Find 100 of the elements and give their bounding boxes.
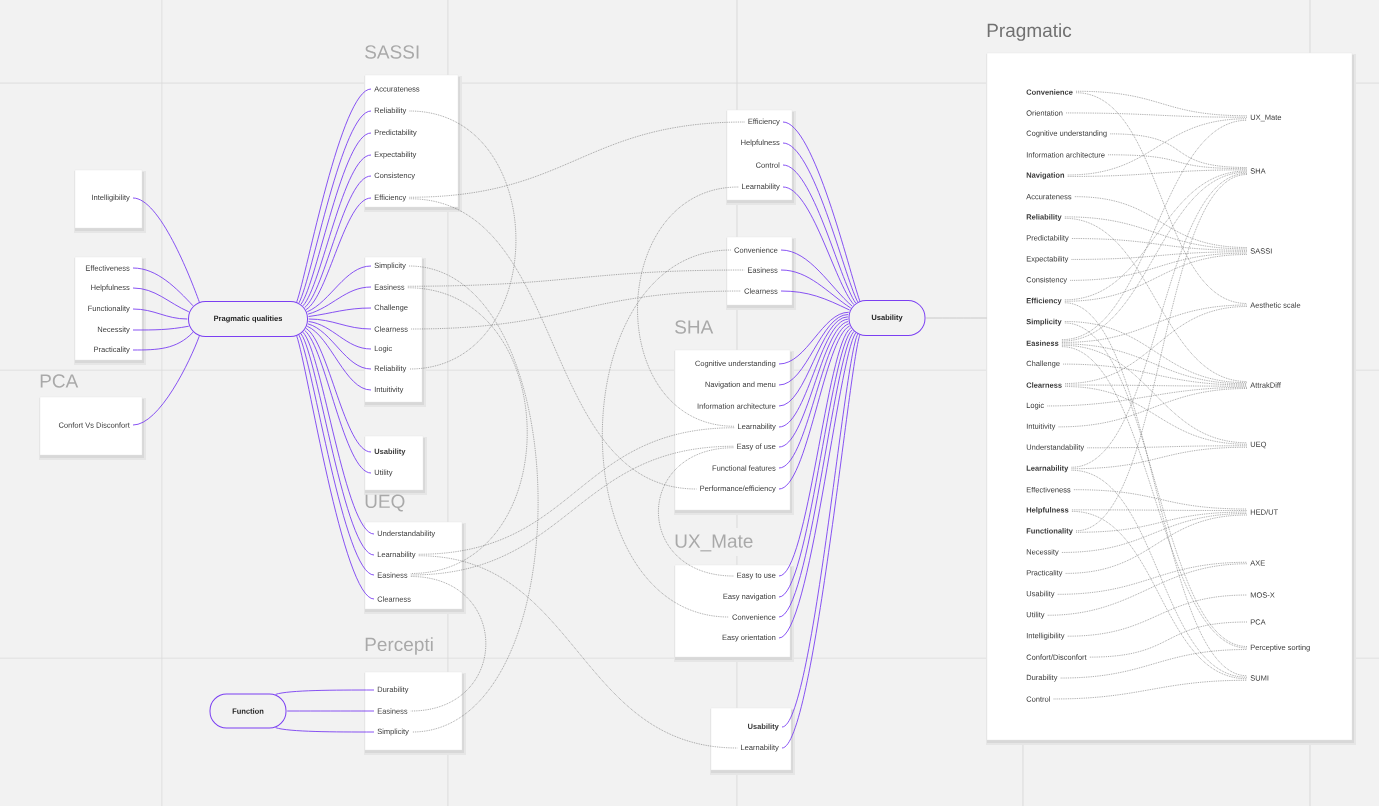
branch-line [132, 331, 194, 351]
dotted-link [407, 269, 745, 287]
dotted-link [410, 290, 742, 330]
card [364, 256, 426, 407]
dotted-link [637, 186, 739, 427]
branch-line [275, 689, 375, 695]
dotted-link [1074, 196, 1248, 248]
branch-line [308, 318, 372, 330]
dotted-link [1065, 514, 1248, 574]
dotted-link [1067, 169, 1248, 177]
dotted-link [1061, 304, 1248, 343]
dotted-link [1065, 306, 1248, 384]
dotted-link [1107, 154, 1248, 169]
dotted-link [1064, 321, 1248, 383]
branch-line [132, 287, 190, 313]
branch-line [132, 308, 188, 320]
branch-line [132, 325, 190, 331]
dotted-link [1061, 513, 1248, 553]
dotted-link [1061, 343, 1248, 385]
dotted-link [1047, 387, 1248, 407]
dotted-link [1075, 174, 1248, 532]
dotted-link [409, 121, 745, 198]
branch-line [308, 321, 372, 350]
dotted-link [410, 576, 487, 712]
dotted-link [1060, 649, 1248, 679]
branch-line [778, 314, 849, 386]
dotted-link [1064, 170, 1248, 301]
dotted-link [1071, 509, 1248, 511]
branch-line [306, 325, 372, 391]
card [710, 707, 795, 775]
card [74, 169, 146, 233]
dotted-link [1087, 445, 1248, 449]
card [364, 435, 427, 495]
dotted-link [1073, 489, 1248, 510]
dotted-link [407, 287, 528, 574]
dotted-link [1065, 386, 1248, 445]
branch-line [286, 710, 375, 712]
branch-line [780, 249, 853, 307]
branch-line [778, 321, 849, 448]
dotted-link [1064, 218, 1248, 382]
dotted-link [1075, 511, 1248, 533]
branch-line [306, 265, 372, 313]
dotted-link [1071, 251, 1248, 260]
branch-line [307, 286, 372, 315]
dotted-link [1064, 216, 1248, 250]
branch-line [782, 164, 857, 304]
dotted-link [1053, 680, 1248, 700]
dotted-link [1071, 470, 1248, 678]
dotted-link [409, 198, 697, 490]
dotted-link [1071, 238, 1248, 251]
dotted-link [1071, 173, 1248, 468]
dotted-link [1067, 118, 1248, 176]
branch-line [304, 175, 372, 308]
dotted-link [418, 555, 738, 749]
dotted-link [1071, 511, 1248, 679]
card [726, 236, 796, 310]
dotted-link [1071, 447, 1248, 469]
dotted-link [1065, 112, 1248, 118]
dotted-link [1058, 388, 1248, 428]
dotted-link [1089, 621, 1248, 658]
dotted-link [1064, 254, 1248, 302]
branch-line [132, 267, 194, 307]
branch-line [307, 323, 372, 370]
branch-line [778, 311, 850, 365]
card-heading: SASSI [365, 45, 419, 59]
branch-line [782, 186, 855, 305]
dotted-link [1075, 92, 1248, 304]
card-heading: PCA [40, 374, 79, 388]
branch-line [275, 727, 375, 733]
card-heading: UEQ [365, 494, 405, 512]
panel-heading: Pragmatic [987, 23, 1072, 41]
card-heading: Percepti [365, 637, 433, 655]
dotted-link [1061, 120, 1248, 340]
branch-line [308, 307, 372, 317]
branch-line [305, 327, 372, 453]
card [726, 109, 796, 205]
branch-line [780, 269, 852, 309]
dotted-link [1047, 563, 1248, 616]
branch-line [132, 197, 200, 303]
dotted-link [1067, 594, 1248, 637]
dotted-link [408, 265, 539, 733]
branch-line [778, 316, 849, 407]
dotted-link [602, 249, 732, 618]
dotted-link [658, 447, 734, 577]
dotted-link [1065, 384, 1248, 387]
dotted-link [1061, 171, 1248, 342]
dotted-link [1062, 363, 1248, 386]
card-heading: SHA [675, 320, 714, 334]
dotted-link [418, 427, 735, 555]
branch-line [305, 197, 372, 311]
dotted-link [1075, 91, 1248, 116]
dotted-link [1057, 562, 1248, 595]
dotted-link [1061, 345, 1248, 443]
dotted-link [409, 110, 517, 370]
dotted-link [1070, 252, 1248, 281]
branch-line [780, 290, 851, 311]
branch-line [302, 154, 372, 307]
card [74, 256, 146, 365]
branch-line [778, 318, 849, 428]
dotted-link [1110, 133, 1248, 168]
